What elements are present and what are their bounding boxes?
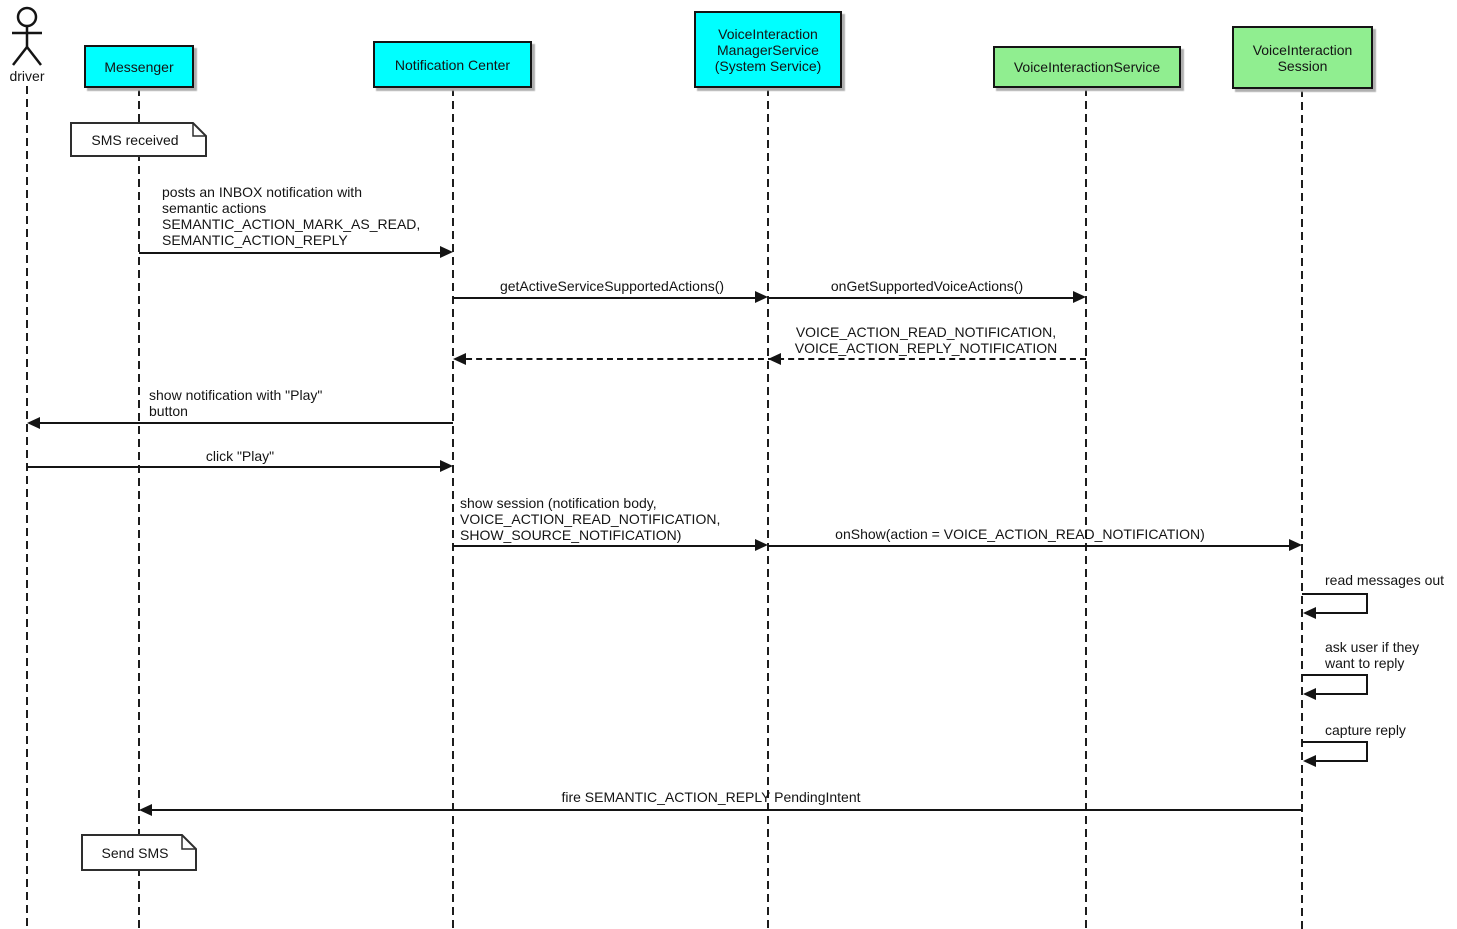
message-arrow-get-active-service-supported-actions (453, 297, 756, 299)
message-arrow-click-play (27, 466, 441, 468)
message-arrow-show-session (453, 545, 756, 547)
message-label-on-get-supported-voice-actions: onGetSupportedVoiceActions() (830, 278, 1024, 294)
self-message-ask-user (1302, 674, 1368, 676)
self-message-label-read-messages-out: read messages out (1325, 572, 1445, 588)
note-shape (70, 122, 207, 157)
arrowhead-left (1303, 607, 1316, 619)
note-shape (81, 834, 197, 871)
note-send-sms: Send SMS (81, 834, 197, 872)
self-message-label-ask-user: ask user if they want to reply (1325, 639, 1420, 671)
arrowhead-right (440, 246, 453, 258)
message-label-show-session: show session (notification body, VOICE_A… (460, 495, 721, 543)
note-send-sms-text: Send SMS (101, 845, 169, 861)
arrowhead-left (139, 804, 152, 816)
participant-voice-interaction-service: VoiceInteractionService (993, 46, 1181, 88)
self-message-ask-user-return (1314, 693, 1368, 695)
participant-voice-interaction-session: VoiceInteraction Session (1232, 26, 1373, 89)
arrowhead-left (453, 353, 466, 365)
self-message-label-capture-reply: capture reply (1325, 722, 1406, 738)
self-message-read-messages-out-side (1366, 593, 1368, 614)
message-arrow-show-notification (39, 422, 453, 424)
self-message-capture-reply-return (1314, 760, 1368, 762)
message-label-show-notification: show notification with "Play" button (149, 387, 323, 419)
message-arrow-on-show (768, 545, 1290, 547)
message-label-on-show: onShow(action = VOICE_ACTION_READ_NOTIFI… (835, 526, 1205, 542)
arrowhead-right (1073, 291, 1086, 303)
actor-icon (12, 6, 42, 66)
participant-messenger: Messenger (84, 45, 194, 88)
lifeline-driver (26, 86, 28, 929)
message-label-voice-action-return: VOICE_ACTION_READ_NOTIFICATION, VOICE_AC… (794, 324, 1058, 356)
arrowhead-right (755, 539, 768, 551)
self-message-capture-reply-side (1366, 741, 1368, 762)
message-arrow-on-get-supported-voice-actions (768, 297, 1073, 299)
arrowhead-right (755, 291, 768, 303)
message-arrow-fire-pending-intent (151, 809, 1302, 811)
participant-notification-center: Notification Center (373, 41, 532, 88)
self-message-capture-reply (1302, 741, 1368, 743)
message-label-click-play: click "Play" (205, 448, 275, 464)
arrowhead-right (1289, 539, 1302, 551)
participant-voice-interaction-manager-service: VoiceInteraction ManagerService (System … (694, 11, 842, 88)
lifeline-voice-interaction-service (1085, 88, 1087, 929)
arrowhead-left (1303, 755, 1316, 767)
lifeline-voice-interaction-session (1301, 89, 1303, 929)
message-arrow-posts-inbox (139, 252, 441, 254)
arrowhead-right (440, 460, 453, 472)
note-sms-received-text: SMS received (91, 132, 179, 148)
arrowhead-left (27, 417, 40, 429)
lifeline-voice-interaction-manager-service (767, 88, 769, 929)
actor-label: driver (9, 68, 45, 84)
arrowhead-left (768, 353, 781, 365)
arrowhead-left (1303, 688, 1316, 700)
message-label-posts-inbox: posts an INBOX notification with semanti… (162, 184, 421, 248)
lifeline-notification-center (452, 88, 454, 929)
lifeline-messenger (138, 88, 140, 929)
message-label-fire-pending-intent: fire SEMANTIC_ACTION_REPLY PendingIntent (561, 789, 861, 805)
self-message-read-messages-out-return (1314, 612, 1368, 614)
note-sms-received: SMS received (70, 122, 208, 158)
self-message-read-messages-out (1302, 593, 1368, 595)
self-message-ask-user-side (1366, 674, 1368, 695)
message-label-get-active-service-supported-actions: getActiveServiceSupportedActions() (499, 278, 725, 294)
